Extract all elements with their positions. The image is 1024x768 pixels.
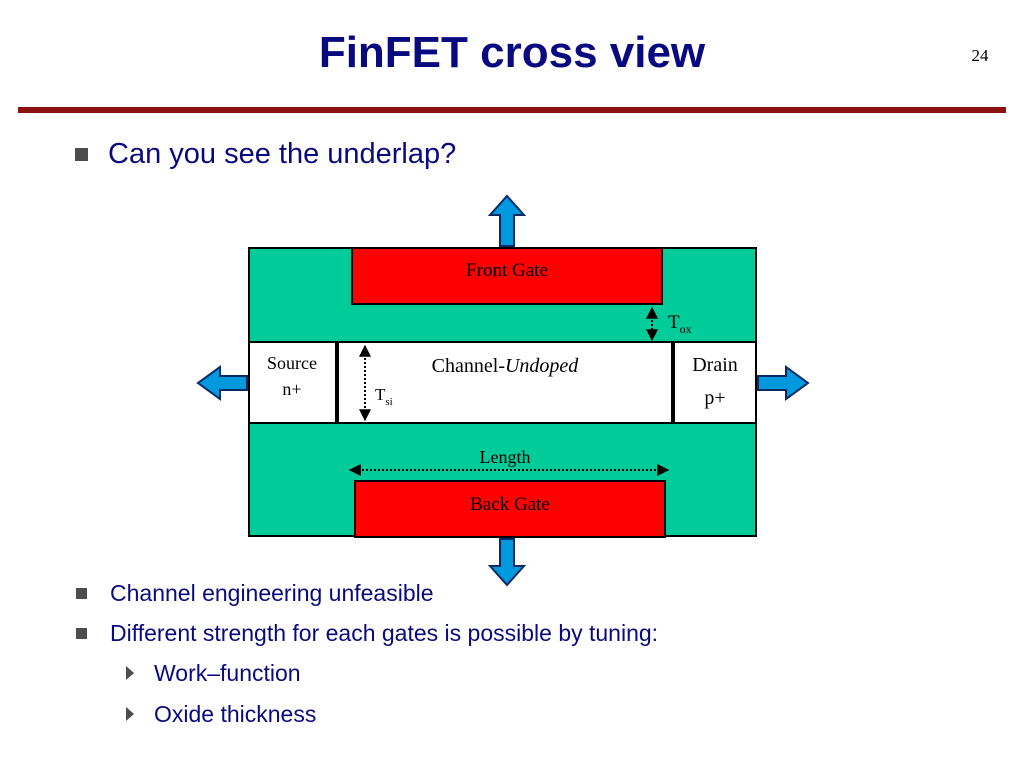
up-arrow-icon bbox=[487, 194, 527, 247]
bullet-underlap-question: Can you see the underlap? bbox=[108, 138, 457, 170]
source-doping: n+ bbox=[282, 379, 301, 399]
back-gate-label: Back Gate bbox=[470, 494, 550, 515]
bullet-channel-engineering: Channel engineering unfeasible bbox=[110, 580, 434, 606]
tsi-label: Tsi bbox=[375, 385, 393, 408]
source-label: Source bbox=[267, 353, 317, 373]
sub-bullet-oxide-thickness: Oxide thickness bbox=[154, 701, 317, 727]
source-region bbox=[248, 341, 337, 424]
bullet-square-icon bbox=[76, 588, 87, 599]
slide-title: FinFET cross view bbox=[318, 28, 706, 77]
tox-label: Tox bbox=[668, 312, 692, 336]
sub-bullet-triangle-icon bbox=[126, 666, 134, 680]
sub-bullet-triangle-icon bbox=[126, 707, 134, 721]
front-gate-label: Front Gate bbox=[466, 260, 548, 281]
title-divider bbox=[18, 107, 1006, 113]
left-arrow-icon bbox=[196, 365, 248, 401]
length-label: Length bbox=[480, 447, 531, 467]
back-gate bbox=[354, 480, 666, 538]
slide-number: 24 bbox=[971, 46, 989, 65]
drain-doping: p+ bbox=[704, 387, 725, 409]
bullet-square-icon bbox=[75, 148, 88, 161]
channel-label: Channel-Undoped bbox=[432, 355, 580, 377]
front-gate bbox=[351, 247, 663, 305]
right-arrow-icon bbox=[757, 365, 810, 401]
sub-bullet-work-function: Work–function bbox=[154, 660, 301, 686]
drain-region bbox=[673, 341, 757, 424]
bullet-square-icon bbox=[76, 628, 87, 639]
channel-region bbox=[337, 341, 673, 424]
drain-label: Drain bbox=[692, 354, 738, 376]
down-arrow-icon bbox=[487, 538, 527, 587]
bullet-gate-strength: Different strength for each gates is pos… bbox=[110, 620, 659, 646]
